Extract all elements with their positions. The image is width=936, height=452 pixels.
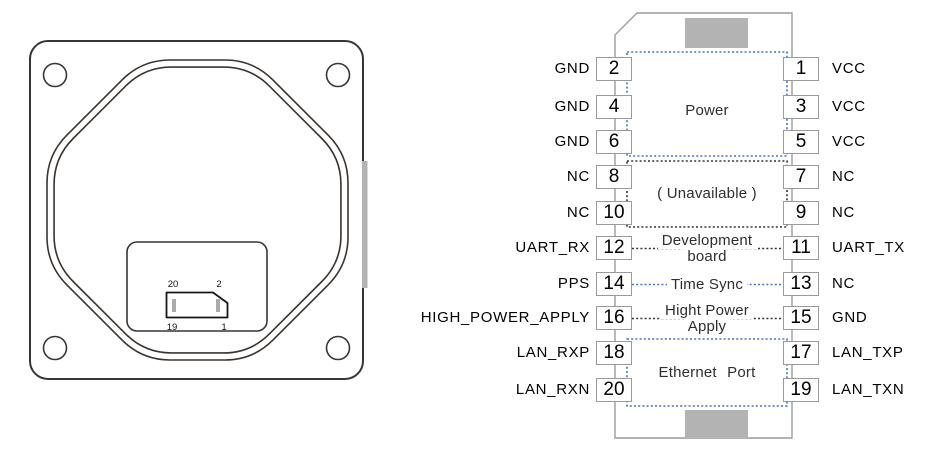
pin-number-13: 13 xyxy=(790,273,812,294)
pin-17-label: LAN_TXP xyxy=(832,344,904,361)
pin-6-label: GND xyxy=(554,133,590,150)
pin-box-8: 8 xyxy=(596,165,632,189)
pin-box-14: 14 xyxy=(596,272,632,296)
section-label-power: Power xyxy=(627,103,787,119)
pin-box-10: 10 xyxy=(596,201,632,225)
section-label-time-sync: Time Sync xyxy=(627,277,787,293)
pin-5-label: VCC xyxy=(832,133,866,150)
pin-18-label: LAN_RXP xyxy=(516,344,590,361)
pin-box-1: 1 xyxy=(783,57,819,81)
pin-13-label: NC xyxy=(832,275,856,292)
pin-number-1: 1 xyxy=(795,58,807,79)
connector-socket xyxy=(165,291,229,319)
device-face-outline xyxy=(46,59,349,361)
pin-8-label: NC xyxy=(566,168,590,185)
pin-19-label: LAN_TXN xyxy=(832,381,905,398)
device-pin-index-labels: 20 2 19 1 xyxy=(167,279,227,333)
development-label-line1: Development xyxy=(657,233,757,249)
section-label-development-board: Development board xyxy=(627,233,787,265)
connector-recess xyxy=(126,241,268,332)
pin-10-label: NC xyxy=(566,204,590,221)
pin-number-11: 11 xyxy=(791,237,811,258)
ethernet-group-outline xyxy=(626,338,788,407)
pin-number-7: 7 xyxy=(795,166,807,187)
device-front-view xyxy=(29,40,368,380)
pin-box-12: 12 xyxy=(596,236,632,260)
connector-key-right xyxy=(216,299,220,312)
module-top-connector xyxy=(685,18,748,48)
section-label-unavailable: ( Unavailable ) xyxy=(627,186,787,202)
pin-3-label: VCC xyxy=(832,98,866,115)
pin-box-17: 17 xyxy=(783,341,819,365)
device-side-tab xyxy=(362,161,368,288)
pin-number-3: 3 xyxy=(795,96,807,117)
pin2-index: 2 xyxy=(216,279,221,290)
pin-number-8: 8 xyxy=(608,166,620,187)
pin-box-3: 3 xyxy=(783,95,819,119)
pin-number-16: 16 xyxy=(603,307,625,328)
pin-2-label: GND xyxy=(554,60,590,77)
pin-7-label: NC xyxy=(832,168,856,185)
pin-number-15: 15 xyxy=(790,307,812,328)
mounting-hole-top-right-icon xyxy=(325,62,351,88)
mounting-hole-top-left-icon xyxy=(42,62,68,88)
high-power-label-line2: Apply xyxy=(683,319,731,335)
power-label: Power xyxy=(685,102,729,119)
pin-14-label: PPS xyxy=(557,275,590,292)
module-pin-map xyxy=(614,12,793,439)
pin-number-14: 14 xyxy=(603,273,625,294)
device-body xyxy=(29,40,364,380)
pin-number-19: 19 xyxy=(790,379,812,400)
connector-key-left xyxy=(172,299,176,312)
pin-number-17: 17 xyxy=(790,342,812,363)
pin-box-20: 20 xyxy=(596,378,632,402)
pin-box-19: 19 xyxy=(783,378,819,402)
unavailable-group-outline xyxy=(626,160,788,228)
pin-number-18: 18 xyxy=(603,342,625,363)
pin-box-9: 9 xyxy=(783,201,819,225)
pin-number-4: 4 xyxy=(608,96,620,117)
pin-box-4: 4 xyxy=(596,95,632,119)
development-label-line2: board xyxy=(683,249,731,265)
pin-box-11: 11 xyxy=(783,236,819,260)
pin-number-9: 9 xyxy=(795,202,807,223)
pin-box-2: 2 xyxy=(596,57,632,81)
pin-1-label: VCC xyxy=(832,60,866,77)
pin-box-13: 13 xyxy=(783,272,819,296)
section-label-high-power: Hight Power Apply xyxy=(627,303,787,335)
pin-9-label: NC xyxy=(832,204,856,221)
pin-box-15: 15 xyxy=(783,306,819,330)
section-label-ethernet: Ethernet Port xyxy=(627,365,787,381)
pin1-index: 1 xyxy=(221,322,226,333)
pin-number-12: 12 xyxy=(603,237,625,258)
pin20-index: 20 xyxy=(168,279,179,290)
pin-16-label: HIGH_POWER_APPLY xyxy=(420,309,590,326)
pin19-index: 19 xyxy=(167,322,178,333)
pin-box-18: 18 xyxy=(596,341,632,365)
pin-4-label: GND xyxy=(554,98,590,115)
pin-number-6: 6 xyxy=(608,131,620,152)
mounting-hole-bottom-right-icon xyxy=(325,335,351,361)
pin-number-2: 2 xyxy=(608,58,620,79)
module-bottom-connector xyxy=(685,410,748,438)
pin-number-10: 10 xyxy=(603,202,625,223)
pin-box-5: 5 xyxy=(783,130,819,154)
pin-box-16: 16 xyxy=(596,306,632,330)
mounting-hole-bottom-left-icon xyxy=(42,335,68,361)
pin-15-label: GND xyxy=(832,309,868,326)
high-power-label-line1: Hight Power xyxy=(661,303,753,319)
pin-number-5: 5 xyxy=(795,131,807,152)
pin-box-6: 6 xyxy=(596,130,632,154)
time-sync-label: Time Sync xyxy=(666,277,748,293)
pin-box-7: 7 xyxy=(783,165,819,189)
pin-20-label: LAN_RXN xyxy=(515,381,590,398)
pin-11-label: UART_TX xyxy=(832,239,905,256)
pin-12-label: UART_RX xyxy=(515,239,590,256)
ethernet-label: Ethernet Port xyxy=(654,365,760,381)
pin-number-20: 20 xyxy=(603,379,625,400)
device-face-inner-outline xyxy=(53,66,342,354)
unavailable-label: ( Unavailable ) xyxy=(657,185,757,202)
